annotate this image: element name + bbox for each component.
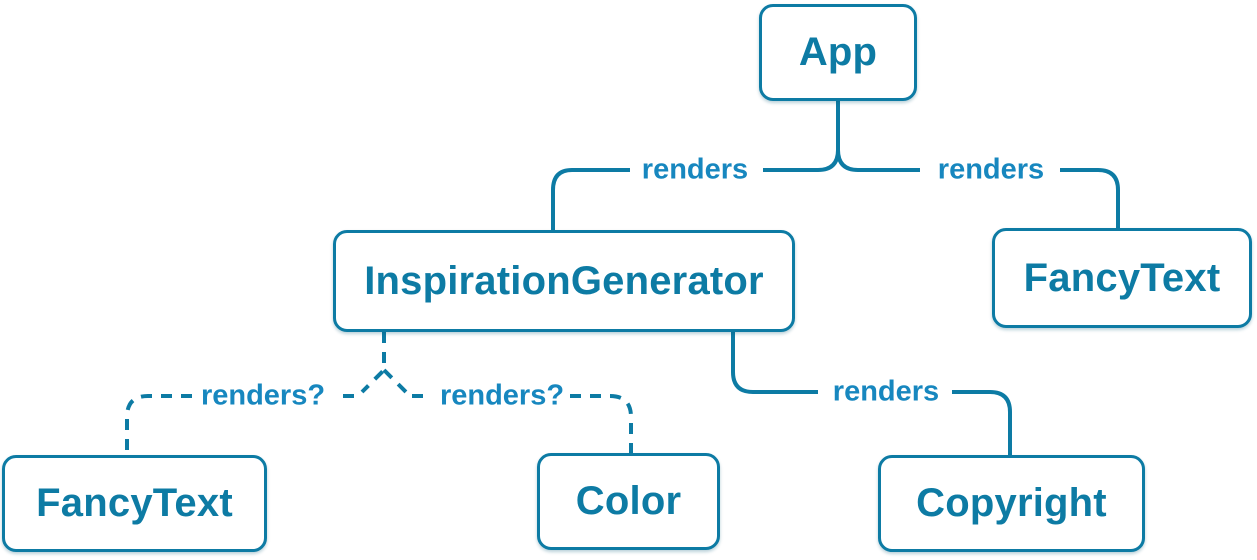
node-fancy-text-bottom: FancyText	[2, 455, 267, 552]
node-copyright-label: Copyright	[916, 481, 1107, 525]
edge-inspiration-generator-to-copyright	[731, 332, 1012, 455]
node-fancy-text-top-label: FancyText	[1023, 255, 1221, 300]
node-fancy-text-bottom-label: FancyText	[36, 481, 233, 525]
edge-label-inspiration-generator-copyright: renders	[832, 375, 940, 408]
edge-label-inspiration-generator-color: renders?	[439, 379, 565, 412]
node-copyright: Copyright	[878, 455, 1145, 552]
node-fancy-text-top: FancyText	[992, 228, 1252, 328]
edge-inspiration-generator-to-color-dashed	[382, 368, 633, 453]
node-color: Color	[537, 453, 720, 550]
node-color-label: Color	[575, 479, 682, 523]
node-app: App	[759, 4, 917, 101]
edge-label-app-inspiration-generator: renders	[641, 153, 749, 186]
edge-label-inspiration-generator-fancy-text: renders?	[200, 379, 326, 412]
node-app-label: App	[798, 30, 878, 74]
node-inspiration-generator: InspirationGenerator	[333, 230, 795, 332]
node-inspiration-generator-label: InspirationGenerator	[364, 258, 764, 303]
edge-app-to-fancy-text	[836, 149, 1120, 228]
edge-inspiration-generator-to-fancy-text-dashed	[125, 332, 386, 455]
edge-label-app-fancy-text: renders	[937, 153, 1045, 186]
